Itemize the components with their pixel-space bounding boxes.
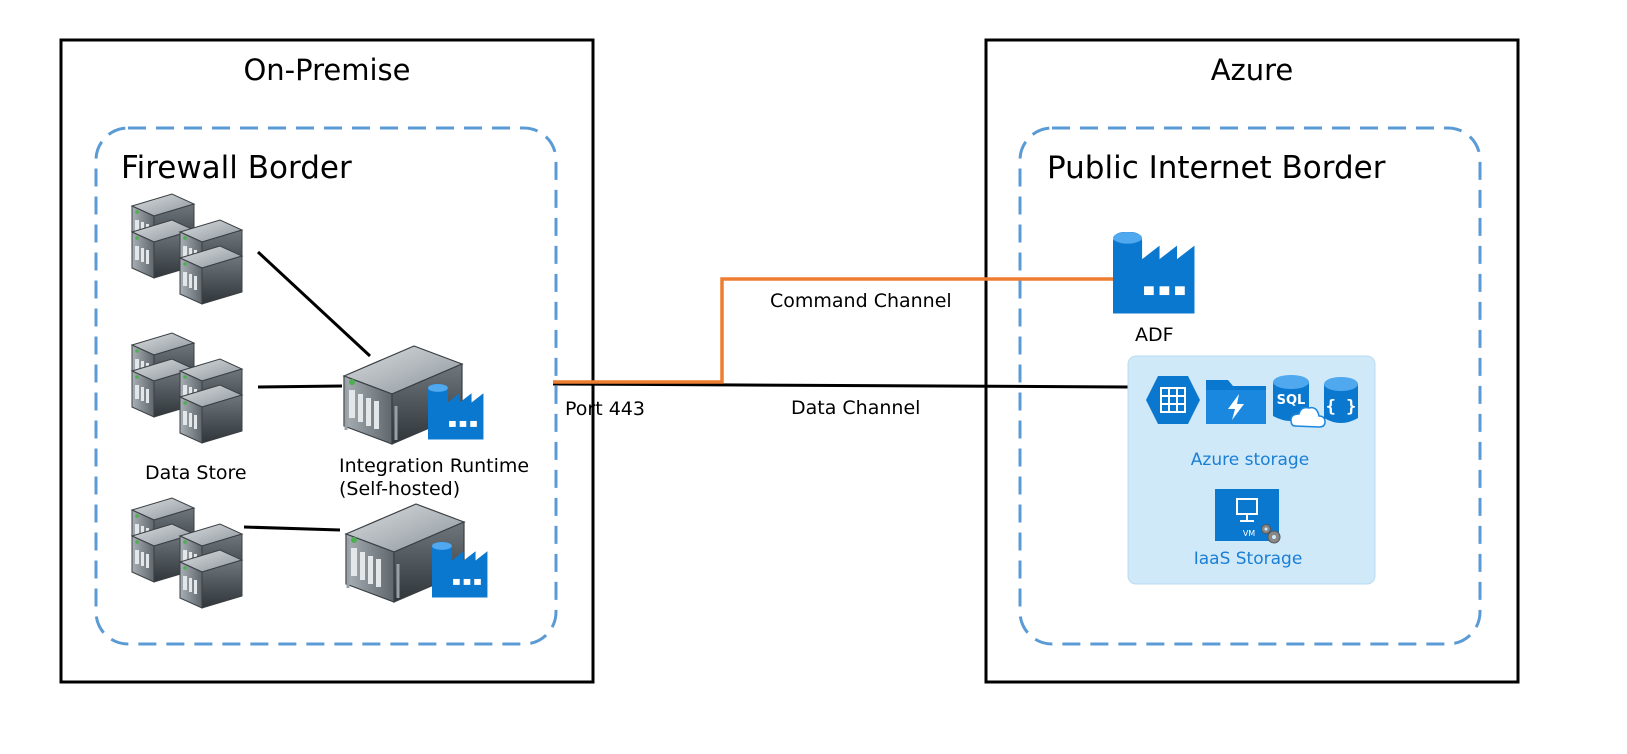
adf-label: ADF [1135,324,1174,346]
command-channel-label: Command Channel [770,290,952,312]
file-storage-icon [1206,380,1266,424]
braces-text: { } [1326,397,1357,417]
vm-text: VM [1243,529,1255,538]
port-label: Port 443 [565,398,645,420]
data-factory-icon [1113,232,1195,314]
server-rack-icon [132,194,242,304]
server-rack-icon [132,498,242,608]
firewall-border [94,126,558,646]
runtime-label-line2: (Self-hosted) [339,478,460,500]
command-channel-line [553,277,1113,384]
table-storage-icon [1146,376,1200,424]
data-channel-label: Data Channel [791,397,920,419]
gear-icon [1261,524,1281,544]
sql-text: SQL [1277,393,1306,408]
on-premise-box [59,38,595,684]
public-internet-border [1018,126,1482,646]
azure-title: Azure [1211,53,1294,87]
azure-box [984,38,1520,684]
sql-database-icon: SQL [1273,375,1326,428]
public-internet-border-title: Public Internet Border [1047,150,1386,186]
firewall-border-title: Firewall Border [121,150,352,186]
datastore-link-middle [257,384,343,389]
data-store-label: Data Store [145,462,247,484]
cosmos-db-icon: { } [1324,377,1358,423]
server-rack-icon [132,333,242,443]
azure-storage-label: Azure storage [1191,450,1309,470]
on-premise-title: On-Premise [243,53,410,87]
virtual-machine-icon: VM [1215,489,1281,544]
datastore-link-bottom [243,525,341,532]
datastore-link-top [256,250,372,358]
data-channel-line [552,382,1129,389]
iaas-storage-label: IaaS Storage [1194,549,1303,569]
runtime-label-line1: Integration Runtime [339,455,529,477]
